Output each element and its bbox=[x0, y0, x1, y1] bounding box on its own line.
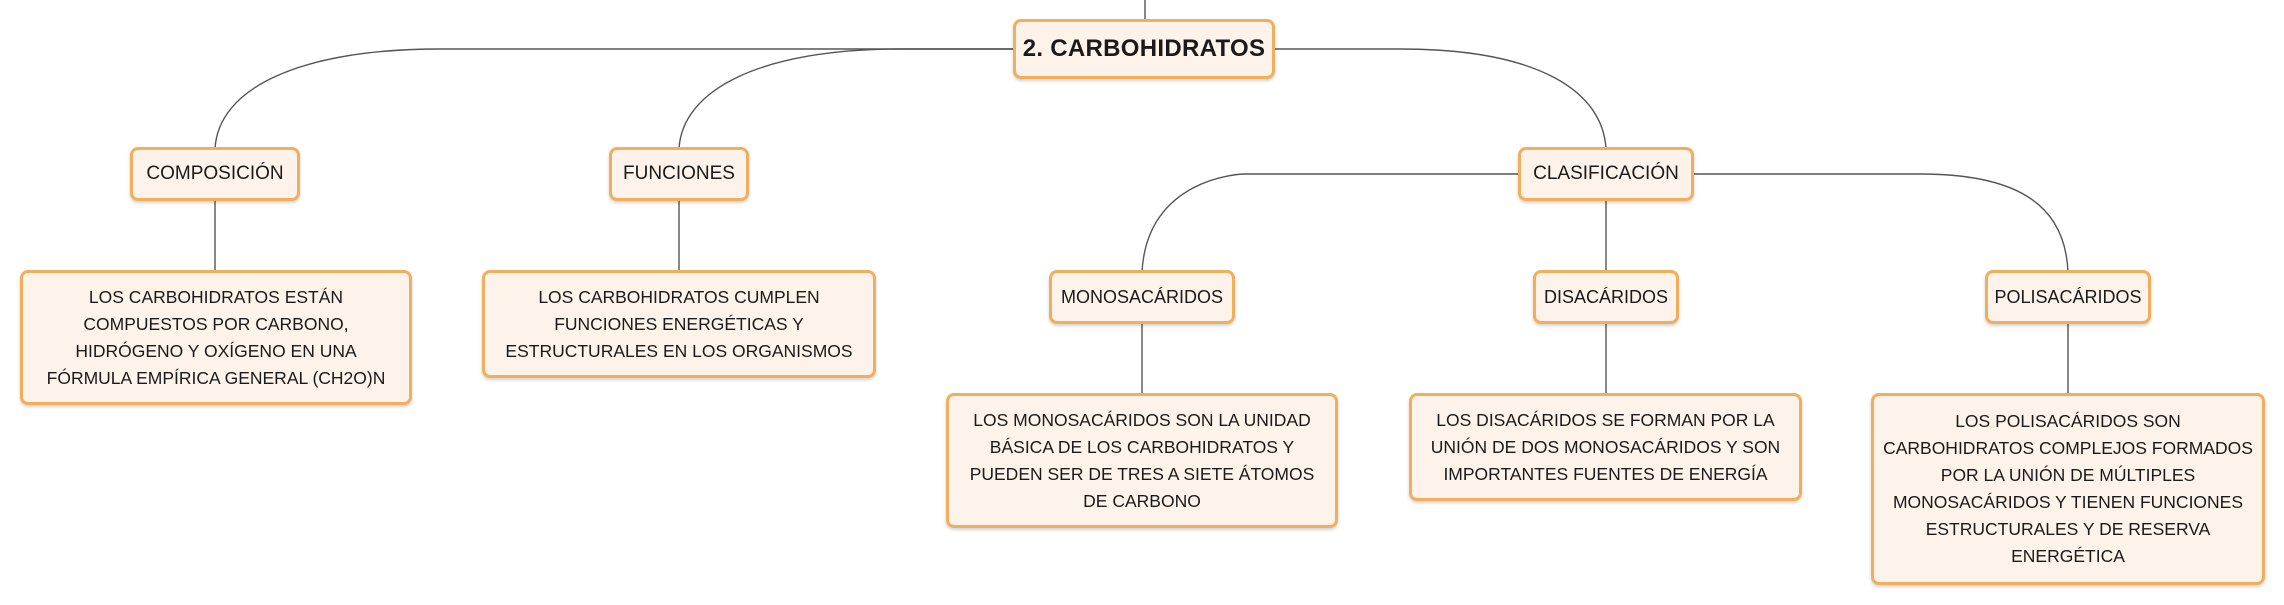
disacaridos-text: LOS DISACÁRIDOS SE FORMAN POR LA UNIÓN D… bbox=[1430, 409, 1781, 484]
connector-clas-mono bbox=[1141, 173, 1520, 273]
monosacaridos-text: LOS MONOSACÁRIDOS SON LA UNIDAD BÁSICA D… bbox=[969, 409, 1315, 511]
funciones-text: LOS CARBOHIDRATOS CUMPLEN FUNCIONES ENER… bbox=[505, 286, 853, 361]
disacaridos-label: DISACÁRIDOS bbox=[1543, 286, 1669, 307]
node-composicion-desc[interactable]: LOS CARBOHIDRATOS ESTÁN COMPUESTOS POR C… bbox=[20, 270, 412, 405]
composicion-label: COMPOSICIÓN bbox=[146, 163, 284, 184]
node-polisacaridos[interactable]: POLISACÁRIDOS bbox=[1985, 270, 2151, 324]
polisacaridos-text: LOS POLISACÁRIDOS SON CARBOHIDRATOS COMP… bbox=[1883, 411, 2253, 566]
node-disacaridos[interactable]: DISACÁRIDOS bbox=[1533, 270, 1679, 324]
composicion-text: LOS CARBOHIDRATOS ESTÁN COMPUESTOS POR C… bbox=[46, 286, 386, 388]
node-polisacaridos-desc[interactable]: LOS POLISACÁRIDOS SON CARBOHIDRATOS COMP… bbox=[1871, 393, 2265, 585]
node-monosacaridos-desc[interactable]: LOS MONOSACÁRIDOS SON LA UNIDAD BÁSICA D… bbox=[946, 393, 1338, 528]
root-label: 2. CARBOHIDRATOS bbox=[1022, 35, 1266, 62]
connector-root-composicion bbox=[214, 48, 1013, 150]
polisacaridos-label: POLISACÁRIDOS bbox=[1994, 286, 2142, 307]
node-composicion[interactable]: COMPOSICIÓN bbox=[130, 147, 300, 201]
node-clasificacion[interactable]: CLASIFICACIÓN bbox=[1518, 147, 1694, 201]
node-funciones[interactable]: FUNCIONES bbox=[609, 147, 749, 201]
node-funciones-desc[interactable]: LOS CARBOHIDRATOS CUMPLEN FUNCIONES ENER… bbox=[482, 270, 876, 378]
connector-clas-poli bbox=[1693, 173, 2069, 273]
node-monosacaridos[interactable]: MONOSACÁRIDOS bbox=[1049, 270, 1235, 324]
monosacaridos-label: MONOSACÁRIDOS bbox=[1060, 286, 1224, 307]
connector-root-clasificacion bbox=[1275, 48, 1607, 150]
root-node[interactable]: 2. CARBOHIDRATOS bbox=[1013, 19, 1275, 79]
funciones-label: FUNCIONES bbox=[623, 163, 735, 184]
connector-root-funciones bbox=[678, 48, 1013, 150]
node-disacaridos-desc[interactable]: LOS DISACÁRIDOS SE FORMAN POR LA UNIÓN D… bbox=[1409, 393, 1802, 501]
clasificacion-label: CLASIFICACIÓN bbox=[1533, 163, 1679, 184]
